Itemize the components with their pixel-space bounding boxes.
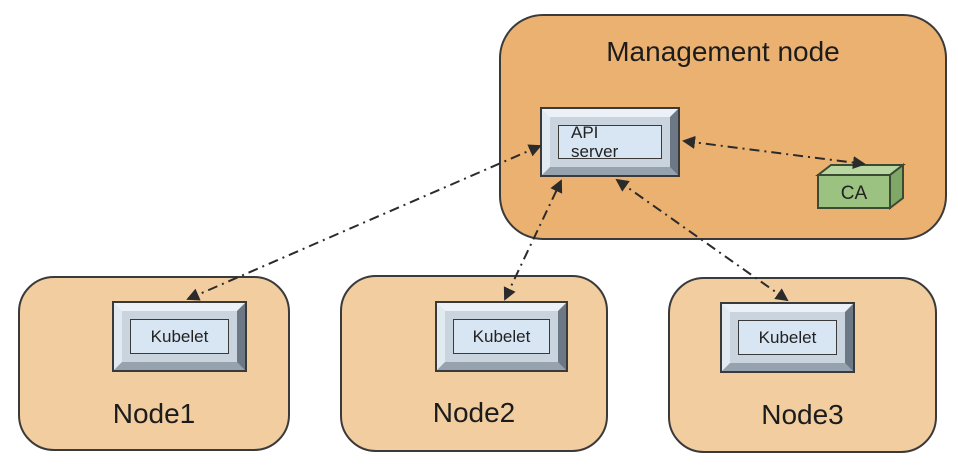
kubelet-node2-box: Kubelet: [435, 301, 568, 372]
node2-label: Node2: [432, 397, 516, 428]
kubelet-node2-label: Kubelet: [472, 327, 531, 346]
api-server-face: API server: [558, 123, 662, 161]
api-server-bevel: API server: [542, 109, 678, 175]
kubelet-node1-label: Kubelet: [150, 327, 209, 346]
node3-label: Node3: [761, 399, 844, 430]
node1-label: Node1: [112, 398, 196, 429]
kubelet-node3-label: Kubelet: [758, 328, 817, 347]
kubelet-node3-face: Kubelet: [738, 320, 837, 355]
kubelet-node3-box: Kubelet: [720, 302, 855, 373]
kubelet-node2-bevel: Kubelet: [437, 303, 566, 370]
kubelet-node1-box: Kubelet: [112, 301, 247, 372]
api-server-label: API server: [571, 123, 619, 161]
kubelet-node2-face: Kubelet: [453, 319, 550, 354]
kubelet-node1-face: Kubelet: [130, 319, 229, 354]
management-node-title: Management node: [606, 36, 840, 67]
kubelet-node3-bevel: Kubelet: [722, 304, 853, 371]
kubelet-node1-bevel: Kubelet: [114, 303, 245, 370]
api-server-box: API server: [540, 107, 680, 177]
